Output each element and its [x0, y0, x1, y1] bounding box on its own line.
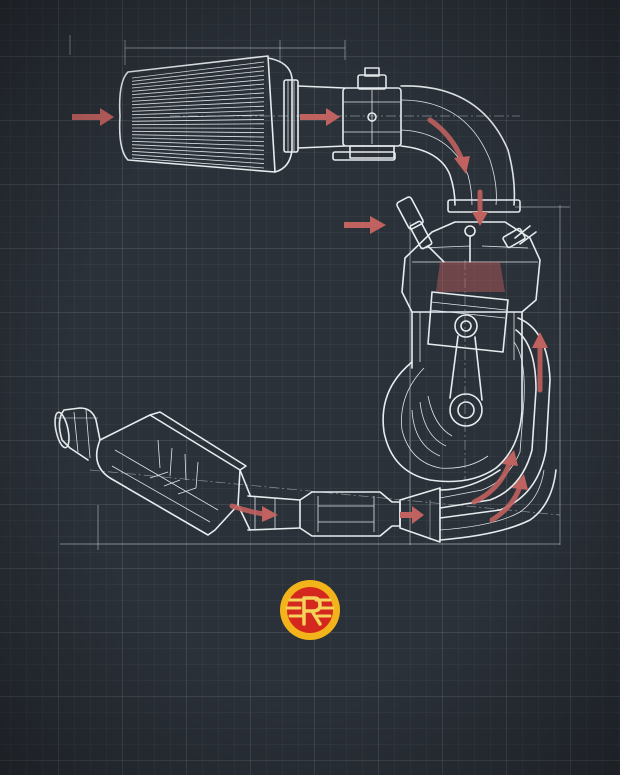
arrow-elbow-curve — [427, 117, 465, 163]
piston — [427, 291, 509, 353]
intake-pipe — [297, 67, 402, 161]
arrow-filter-to-pipe — [300, 108, 340, 126]
crankcase — [382, 361, 523, 483]
arrow-headers-2 — [489, 483, 523, 523]
arrow-converter-to-muffler — [229, 503, 267, 517]
flow-arrows — [72, 108, 548, 524]
dimension-lines — [55, 35, 570, 550]
connecting-rod — [449, 335, 483, 427]
arrow-to-converter — [400, 506, 424, 524]
arrow-fuel-in — [344, 216, 386, 234]
arrow-intake-air — [72, 108, 114, 126]
fuel-injector — [396, 196, 445, 263]
intake-elbow — [400, 85, 521, 213]
muffler — [54, 407, 251, 536]
cylinder-head — [401, 221, 541, 313]
arrow-headers-1 — [471, 459, 513, 505]
air-filter — [118, 55, 299, 173]
